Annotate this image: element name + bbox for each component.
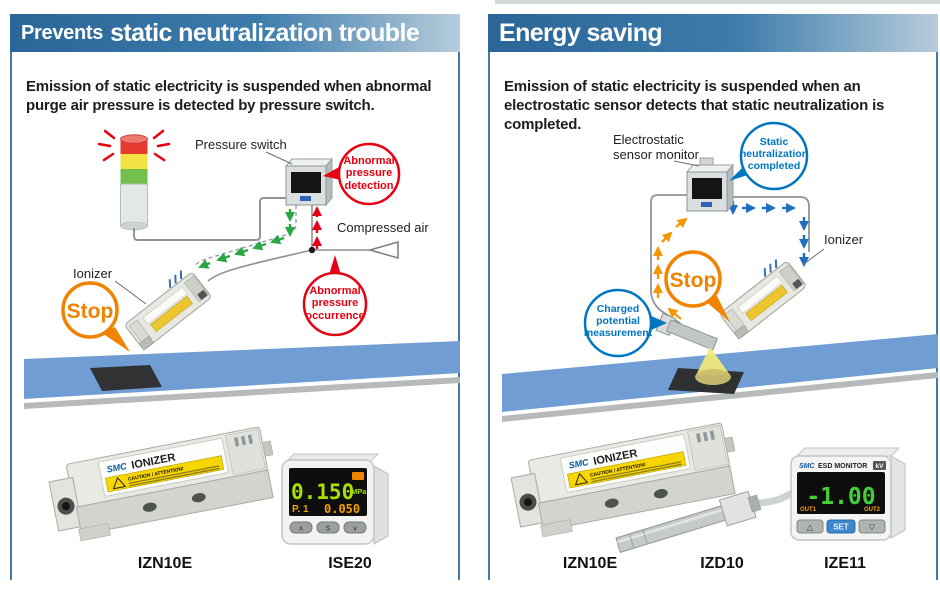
panel-border-left — [488, 52, 490, 580]
diagram-left: Stop Pressure switch Compressed air Ioni… — [24, 129, 460, 546]
workpiece — [90, 365, 162, 391]
panel-left-description: Emission of static electricity is suspen… — [26, 78, 432, 114]
ise20-setting: 0.050 — [324, 502, 360, 516]
blue-stop-arrows — [727, 201, 810, 268]
ize11-up-button — [796, 519, 824, 534]
ise20-up-glyph: ∧ — [298, 526, 303, 533]
sensor-monitor-label: Electrostatic sensor monitor — [613, 132, 699, 163]
panel-right-description: Emission of static electricity is suspen… — [504, 78, 885, 133]
product-label-ize11: IZE11 — [824, 555, 866, 572]
header-prefix: Prevents — [21, 21, 104, 44]
ize11-down-glyph: ▽ — [869, 523, 876, 532]
occurrence-bubble-tail — [329, 255, 341, 275]
header-title: static neutralization trouble — [110, 18, 420, 47]
panel-right-header: Energy saving — [488, 14, 938, 52]
electrostatic-sensor-head — [655, 312, 719, 351]
stop-bubble — [664, 250, 722, 308]
page-top-edge — [495, 0, 940, 4]
sensor-monitor-screen — [692, 178, 722, 199]
ise20-up-button — [289, 521, 313, 534]
pressure-switch-screen — [291, 172, 321, 193]
ize11-unit: kV — [876, 463, 885, 470]
ionizer-wire — [727, 196, 810, 252]
ise20-value: 0.150 — [291, 480, 354, 504]
detection-bubble-tail — [323, 166, 341, 180]
sensor-wire — [650, 194, 687, 325]
ise20-screen — [289, 468, 367, 516]
air-junction-dot — [308, 246, 316, 254]
charged-bubble — [583, 288, 653, 358]
ise20-down-button — [343, 521, 367, 534]
stop-bubble — [61, 281, 119, 339]
ise20-unit: MPa — [351, 487, 367, 496]
ize11-out1: OUT1 — [800, 507, 817, 513]
ize11-value: -1.00 — [806, 484, 875, 510]
conveyor-edge — [502, 372, 938, 422]
header-title: Energy saving — [499, 18, 663, 47]
tower-base — [120, 183, 148, 227]
completed-bubble — [739, 121, 809, 191]
product-label-ise20: ISE20 — [328, 555, 372, 572]
product-label-izn10e: IZN10E — [137, 555, 193, 572]
ize11-down-button — [858, 519, 886, 534]
ize11-set-button — [826, 519, 856, 534]
ionizer-label: Ionizer — [824, 232, 864, 247]
ize11-screen — [797, 472, 885, 514]
ise20-set-glyph: S — [326, 526, 331, 533]
panel-left-header: Prevents static neutralization trouble — [10, 14, 460, 52]
detection-bubble — [337, 142, 401, 206]
sensor-monitor-leader — [673, 160, 700, 167]
panel-border-right — [936, 52, 938, 580]
signal-tower — [97, 129, 171, 231]
orange-measurement-arrows — [652, 217, 688, 320]
panel-border-right — [458, 52, 460, 580]
stop-bubble-label: Stop — [67, 300, 114, 323]
ize11-set-glyph: SET — [833, 523, 849, 532]
tower-yellow-light — [120, 154, 148, 169]
stop-bubble-label: Stop — [670, 269, 717, 292]
ionizer-leader — [803, 248, 825, 265]
ise20-set-button — [316, 521, 340, 534]
product-label-izn10e: IZN10E — [562, 555, 618, 572]
product-ise20-illustration: 0.150 MPa P. 1 0.050 ∧ S ∨ — [281, 453, 389, 545]
ise20-mode: P. 1 — [292, 504, 309, 515]
ize11-out2: OUT2 — [864, 507, 881, 513]
ionizer-label: Ionizer — [73, 266, 113, 281]
air-supply-symbol — [367, 241, 399, 259]
ize11-up-glyph: △ — [807, 523, 814, 532]
sensor-monitor-device — [685, 157, 735, 213]
occurrence-bubble — [302, 271, 368, 337]
stop-bubble-tail — [704, 296, 730, 322]
tower-cable — [133, 197, 286, 241]
pressure-switch-label: Pressure switch — [195, 137, 287, 152]
compressed-air-label: Compressed air — [337, 220, 429, 235]
conveyor-edge — [24, 377, 460, 409]
panel-prevents-trouble: Prevents static neutralization trouble E… — [10, 14, 460, 580]
stop-bubble-tail — [102, 327, 130, 352]
sensor-beam-spot — [695, 369, 731, 385]
sensor-beam — [696, 347, 730, 375]
panel-border-left — [10, 52, 12, 580]
tower-green-light — [120, 169, 148, 184]
purge-air-tube — [207, 249, 313, 282]
ize11-brand: SMC — [799, 463, 816, 470]
ionizer-leader — [114, 280, 147, 305]
ise20-down-glyph: ∨ — [352, 526, 357, 533]
diagram-right: Stop Ionizer SMC ESD MONITOR kV -1.00 OU… — [502, 121, 938, 553]
pressure-switch-leader — [265, 151, 293, 165]
charged-bubble-tail — [649, 315, 667, 331]
product-ize11-illustration: SMC ESD MONITOR kV -1.00 OUT1 OUT2 △ SET… — [790, 447, 906, 541]
green-signal-arrows — [198, 209, 296, 269]
product-label-izd10: IZD10 — [700, 555, 744, 572]
pressure-switch-device — [284, 157, 334, 207]
panel-energy-saving: Energy saving Emission of static electri… — [488, 14, 938, 580]
ize11-name: ESD MONITOR — [818, 463, 867, 470]
